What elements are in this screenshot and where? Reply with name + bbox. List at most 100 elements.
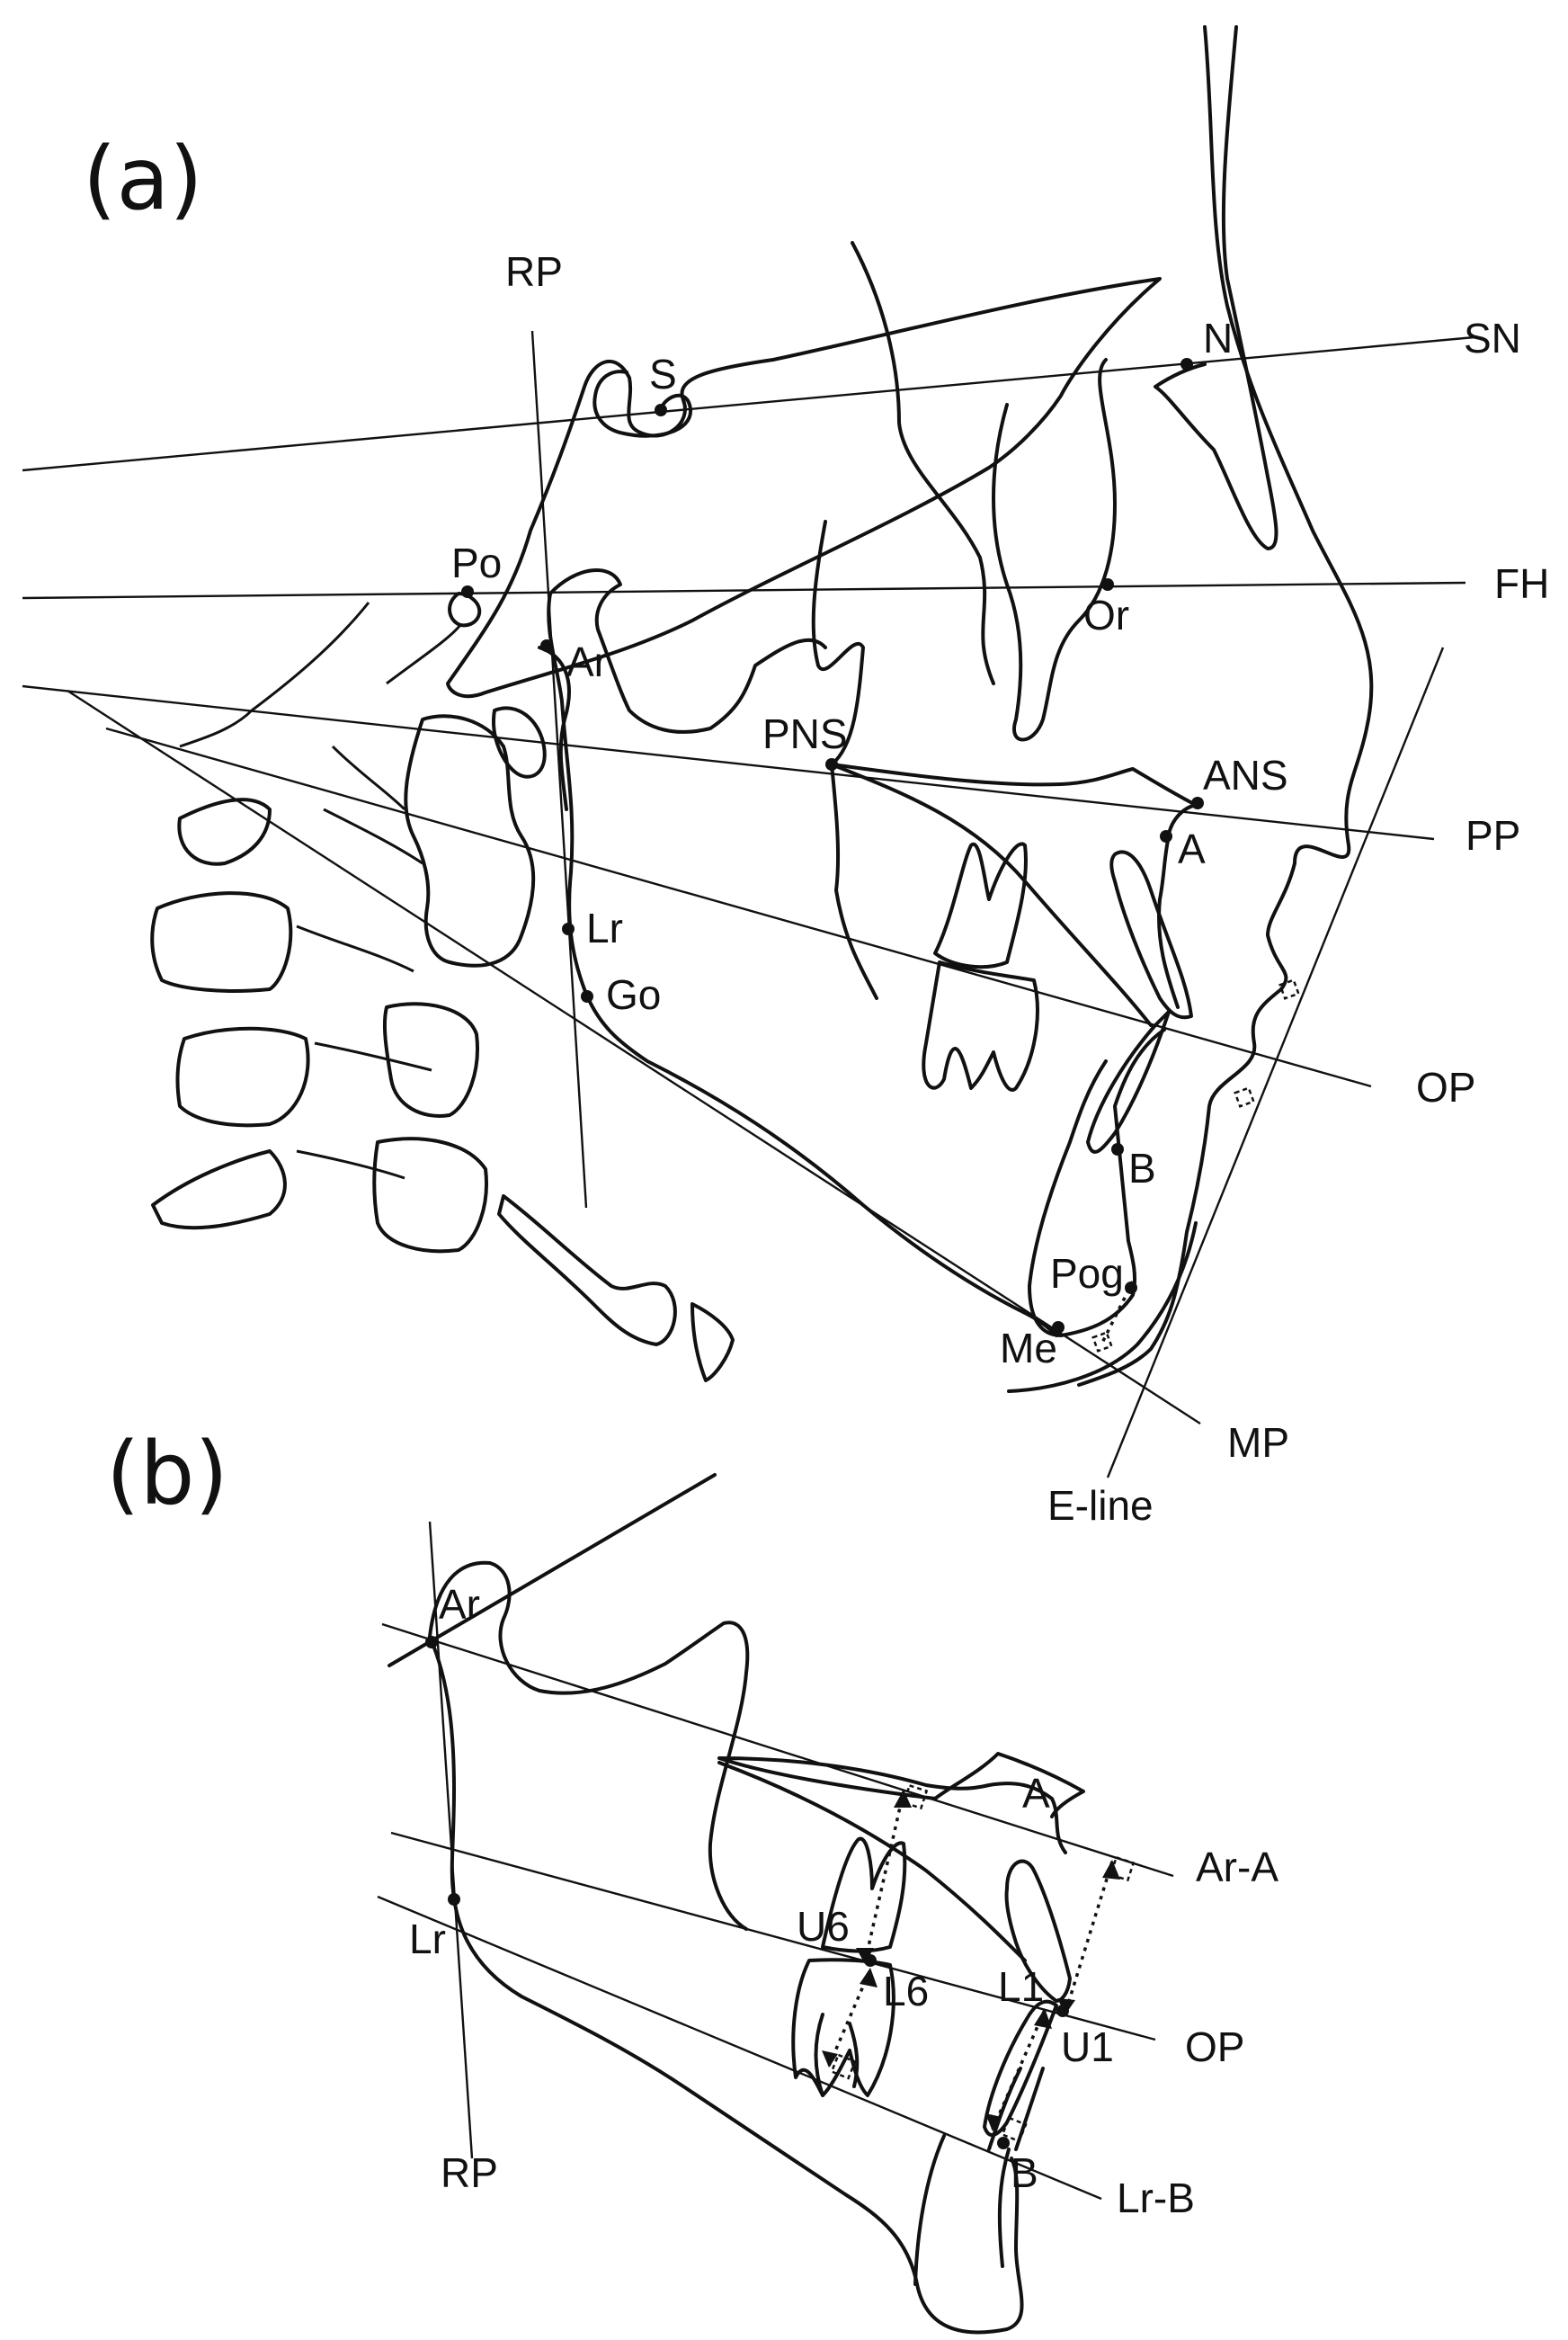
cervical-vertebra-1-detail <box>492 706 547 779</box>
landmark-ans-dot <box>1191 797 1204 809</box>
landmark-ar-dot <box>540 639 553 652</box>
hyoid-tip <box>690 1302 735 1382</box>
panel-a-landmarks: S N Po Or Ar PNS ANS A Lr Go B Pog <box>451 315 1288 1371</box>
rp-line-b <box>428 1521 474 2159</box>
panel-b-label: (b) <box>106 1424 228 1524</box>
landmark-po-label: Po <box>451 540 502 586</box>
maxilla-lateral-outline <box>992 358 1117 742</box>
op-line-b <box>390 1831 1156 2041</box>
pp-label: PP <box>1466 812 1520 859</box>
landmark-go-dot <box>581 990 593 1003</box>
lower-molar-root-b <box>814 2013 860 2097</box>
landmark-s-label: S <box>649 351 677 397</box>
cervical-vertebra-2 <box>177 798 272 866</box>
pterygoid-outline <box>811 520 878 1000</box>
panel-a: (a) <box>22 25 1549 1529</box>
cervical-vertebra-7 <box>372 1137 488 1254</box>
panel-b-line-labels: Ar-A OP RP Lr-B <box>441 1844 1278 2221</box>
landmark-pns-dot <box>825 758 838 771</box>
cranial-base-line-b <box>388 1473 717 1667</box>
rp-label-b: RP <box>441 2149 498 2196</box>
u1-arrow-head <box>1102 1860 1120 1880</box>
panel-a-reference-lines <box>22 330 1475 1478</box>
cervical-vertebra-3 <box>150 891 293 993</box>
landmark-lr-b-label: Lr <box>409 1916 446 1962</box>
sella-outline <box>592 370 693 438</box>
palate-outline-b <box>717 1752 1085 1854</box>
ar-a-line <box>381 1622 1174 1878</box>
landmark-ar-b-label: Ar <box>439 1581 480 1628</box>
landmark-ar-b-dot <box>425 1636 438 1648</box>
landmark-s-dot <box>655 404 667 416</box>
symphysis-outline-b <box>913 2134 1011 2286</box>
e-line-perpendicular-marker-3 <box>1091 1331 1113 1353</box>
ear-canal-curve <box>386 624 462 685</box>
landmark-pog-label: Pog <box>1050 1250 1124 1297</box>
panel-b-mandible <box>428 1560 1136 2335</box>
occipital-curve <box>179 602 370 748</box>
cervical-vertebra-5 <box>151 1149 287 1230</box>
op-line-a <box>105 727 1372 1088</box>
u6-arrow-tail <box>856 1948 874 1964</box>
landmark-b-b-label: B <box>1011 2149 1038 2196</box>
vertebral-spine-lines <box>296 745 432 1180</box>
landmark-l6-dot <box>864 1954 877 1967</box>
e-line-label: E-line <box>1047 1482 1154 1529</box>
lower-molar-a <box>922 960 1039 1092</box>
fh-line <box>22 581 1466 600</box>
e-line-perpendicular-marker-2 <box>1234 1086 1255 1108</box>
landmark-l1-label: L1 <box>998 1963 1044 2010</box>
upper-incisor-a <box>1109 850 1193 1020</box>
e-line-perpendicular-marker-1 <box>1278 978 1300 1000</box>
sn-label: SN <box>1464 315 1521 362</box>
rp-label-a: RP <box>505 248 563 295</box>
ar-a-marker-1 <box>902 1783 929 1810</box>
mp-label: MP <box>1227 1419 1289 1466</box>
l1-arrow-head <box>1034 2008 1052 2029</box>
l6-arrow-tail <box>822 2050 838 2068</box>
cranial-base-outline <box>446 277 1162 699</box>
mandible-outline-b <box>428 1635 1024 2335</box>
landmark-pog-dot <box>1125 1282 1137 1294</box>
landmark-me-label: Me <box>1000 1325 1057 1371</box>
condyle-outline-b <box>428 1560 750 1931</box>
lr-b-label: Lr-B <box>1117 2175 1195 2221</box>
pp-line <box>22 684 1435 841</box>
sn-line <box>22 335 1475 472</box>
lower-molar-b <box>791 1958 895 2097</box>
u1-measure-line <box>1064 1861 1114 2014</box>
l1-arrow-tail <box>985 2113 1002 2131</box>
landmark-b-dot <box>1111 1143 1124 1156</box>
landmark-a-b-label: A <box>1022 1770 1050 1817</box>
u6-arrow-head <box>894 1790 912 1808</box>
landmark-po-dot <box>461 585 474 598</box>
landmark-lr-label: Lr <box>586 905 623 951</box>
mandible-ramus <box>548 568 827 734</box>
l1-measure-line <box>991 2009 1047 2130</box>
cervical-vertebra-1 <box>404 714 536 968</box>
landmark-u6-label: U6 <box>797 1903 850 1950</box>
mp-line <box>67 689 1201 1425</box>
landmark-u1-dot <box>1056 2005 1069 2017</box>
panel-a-skull-outline <box>150 25 1374 1393</box>
maxillary-arch-curve-b <box>717 1761 1027 1962</box>
op-label-a: OP <box>1416 1064 1475 1111</box>
panel-b: (b) <box>106 1424 1278 2335</box>
orbit-outline <box>851 241 995 685</box>
nose-bridge-inner <box>1154 25 1278 550</box>
l6-arrow-head <box>860 1968 878 1987</box>
landmark-me-dot <box>1052 1321 1065 1334</box>
cervical-vertebra-4 <box>175 1026 310 1128</box>
cervical-vertebra-6 <box>382 1002 479 1118</box>
landmark-u1-label: U1 <box>1061 2023 1114 2070</box>
panel-a-line-labels: RP SN FH PP OP MP E-line <box>505 248 1549 1529</box>
landmark-l6-label: L6 <box>883 1968 929 2014</box>
landmark-go-label: Go <box>606 971 661 1018</box>
landmark-ans-label: ANS <box>1203 752 1288 799</box>
lower-incisor-b <box>983 1999 1058 2137</box>
landmark-a-label: A <box>1178 826 1206 872</box>
op-label-b: OP <box>1185 2023 1244 2070</box>
landmark-pns-label: PNS <box>762 710 848 757</box>
